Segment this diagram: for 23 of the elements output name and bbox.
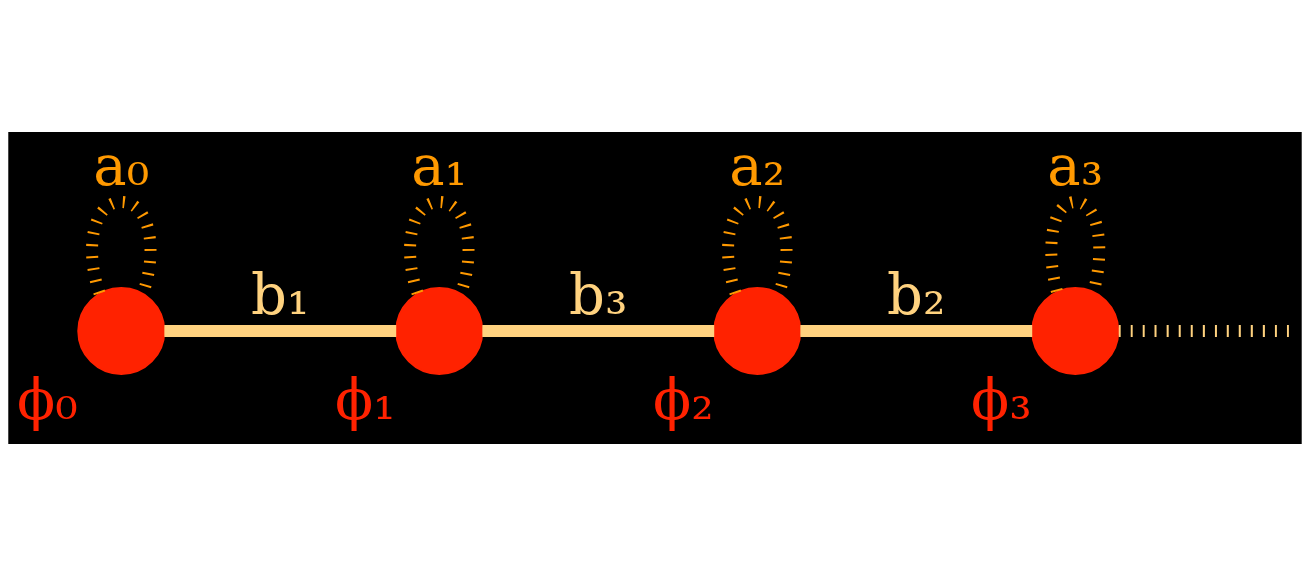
connector xyxy=(1118,324,1292,337)
connector xyxy=(86,195,157,295)
connector xyxy=(722,195,793,295)
connector xyxy=(404,195,475,295)
edge-label: a₁ xyxy=(411,132,468,198)
node-label: ϕ₁ xyxy=(334,366,396,432)
node-circle xyxy=(1031,286,1120,375)
connector xyxy=(164,324,397,337)
node-circle xyxy=(713,286,802,375)
connector xyxy=(482,324,715,337)
connector xyxy=(800,324,1033,337)
node-label: ϕ₃ xyxy=(970,366,1032,432)
edge-label: b₁ xyxy=(251,261,310,327)
edge-label: a₀ xyxy=(93,132,150,198)
node-label: ϕ₀ xyxy=(16,366,78,432)
edge-label: a₃ xyxy=(1047,132,1104,198)
edge-label: b₃ xyxy=(569,261,628,327)
edge-label: a₂ xyxy=(729,132,786,198)
node-circle xyxy=(395,286,484,375)
edge-label: b₂ xyxy=(887,261,946,327)
node-label: ϕ₂ xyxy=(652,366,714,432)
connector xyxy=(1045,195,1106,293)
node-circle xyxy=(77,286,166,375)
